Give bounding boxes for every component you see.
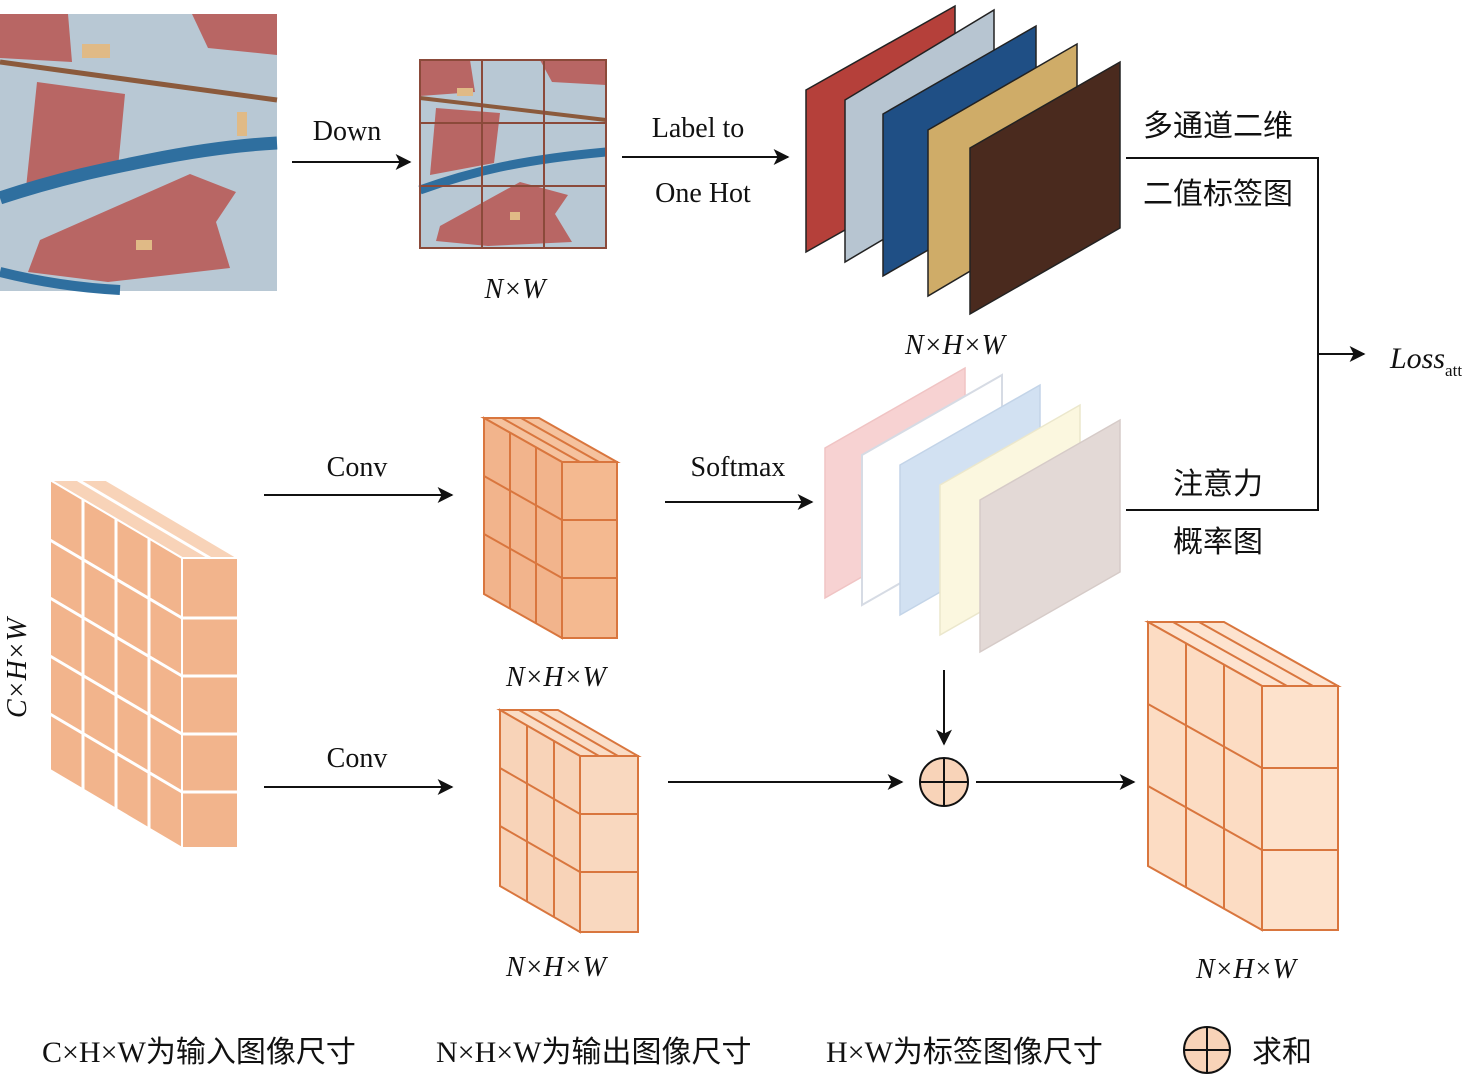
legend-input-size: C×H×W为输入图像尺寸 <box>42 1036 356 1069</box>
softmax-label: Softmax <box>691 452 786 483</box>
onehot-dim-label: N×H×W <box>904 330 1008 361</box>
output-dim-label: N×H×W <box>1195 954 1299 985</box>
output-feature-cube <box>1144 620 1342 932</box>
input-feature-cube <box>46 478 242 850</box>
conv1-dim-label: N×H×W <box>505 662 609 693</box>
attention-label-line2: 概率图 <box>1173 526 1263 559</box>
label-map-image <box>0 14 278 295</box>
attention-channel-stack <box>824 366 1121 654</box>
legend: C×H×W为输入图像尺寸 N×H×W为输出图像尺寸 H×W为标签图像尺寸 求和 <box>42 1026 1312 1074</box>
binary-map-label-line1: 多通道二维 <box>1143 110 1293 143</box>
legend-sum: 求和 <box>1252 1036 1312 1069</box>
down-label: Down <box>313 116 381 147</box>
conv-bottom-label: Conv <box>327 743 388 774</box>
onehot-channel-stack <box>805 4 1121 316</box>
label-to-label: Label to <box>652 113 745 144</box>
downsampled-dim-label: N×W <box>484 274 549 305</box>
binary-map-label-line2: 二值标签图 <box>1143 178 1293 211</box>
attention-label-line1: 注意力 <box>1173 468 1263 501</box>
downsampled-map <box>418 59 607 249</box>
legend-sum-icon <box>1183 1026 1231 1074</box>
legend-label-size: H×W为标签图像尺寸 <box>826 1036 1103 1069</box>
loss-label: Lossatt <box>1389 342 1462 380</box>
conv2-feature-cube <box>496 708 642 934</box>
sum-symbol <box>919 757 969 807</box>
attention-channel-5 <box>979 418 1121 654</box>
conv1-feature-cube <box>480 416 621 640</box>
conv-top-label: Conv <box>327 452 388 483</box>
input-dim-label: C×H×W <box>2 615 33 718</box>
conv2-dim-label: N×H×W <box>505 952 609 983</box>
onehot-channel-5 <box>969 60 1121 316</box>
legend-output-size: N×H×W为输出图像尺寸 <box>436 1036 751 1069</box>
one-hot-label: One Hot <box>655 178 751 209</box>
